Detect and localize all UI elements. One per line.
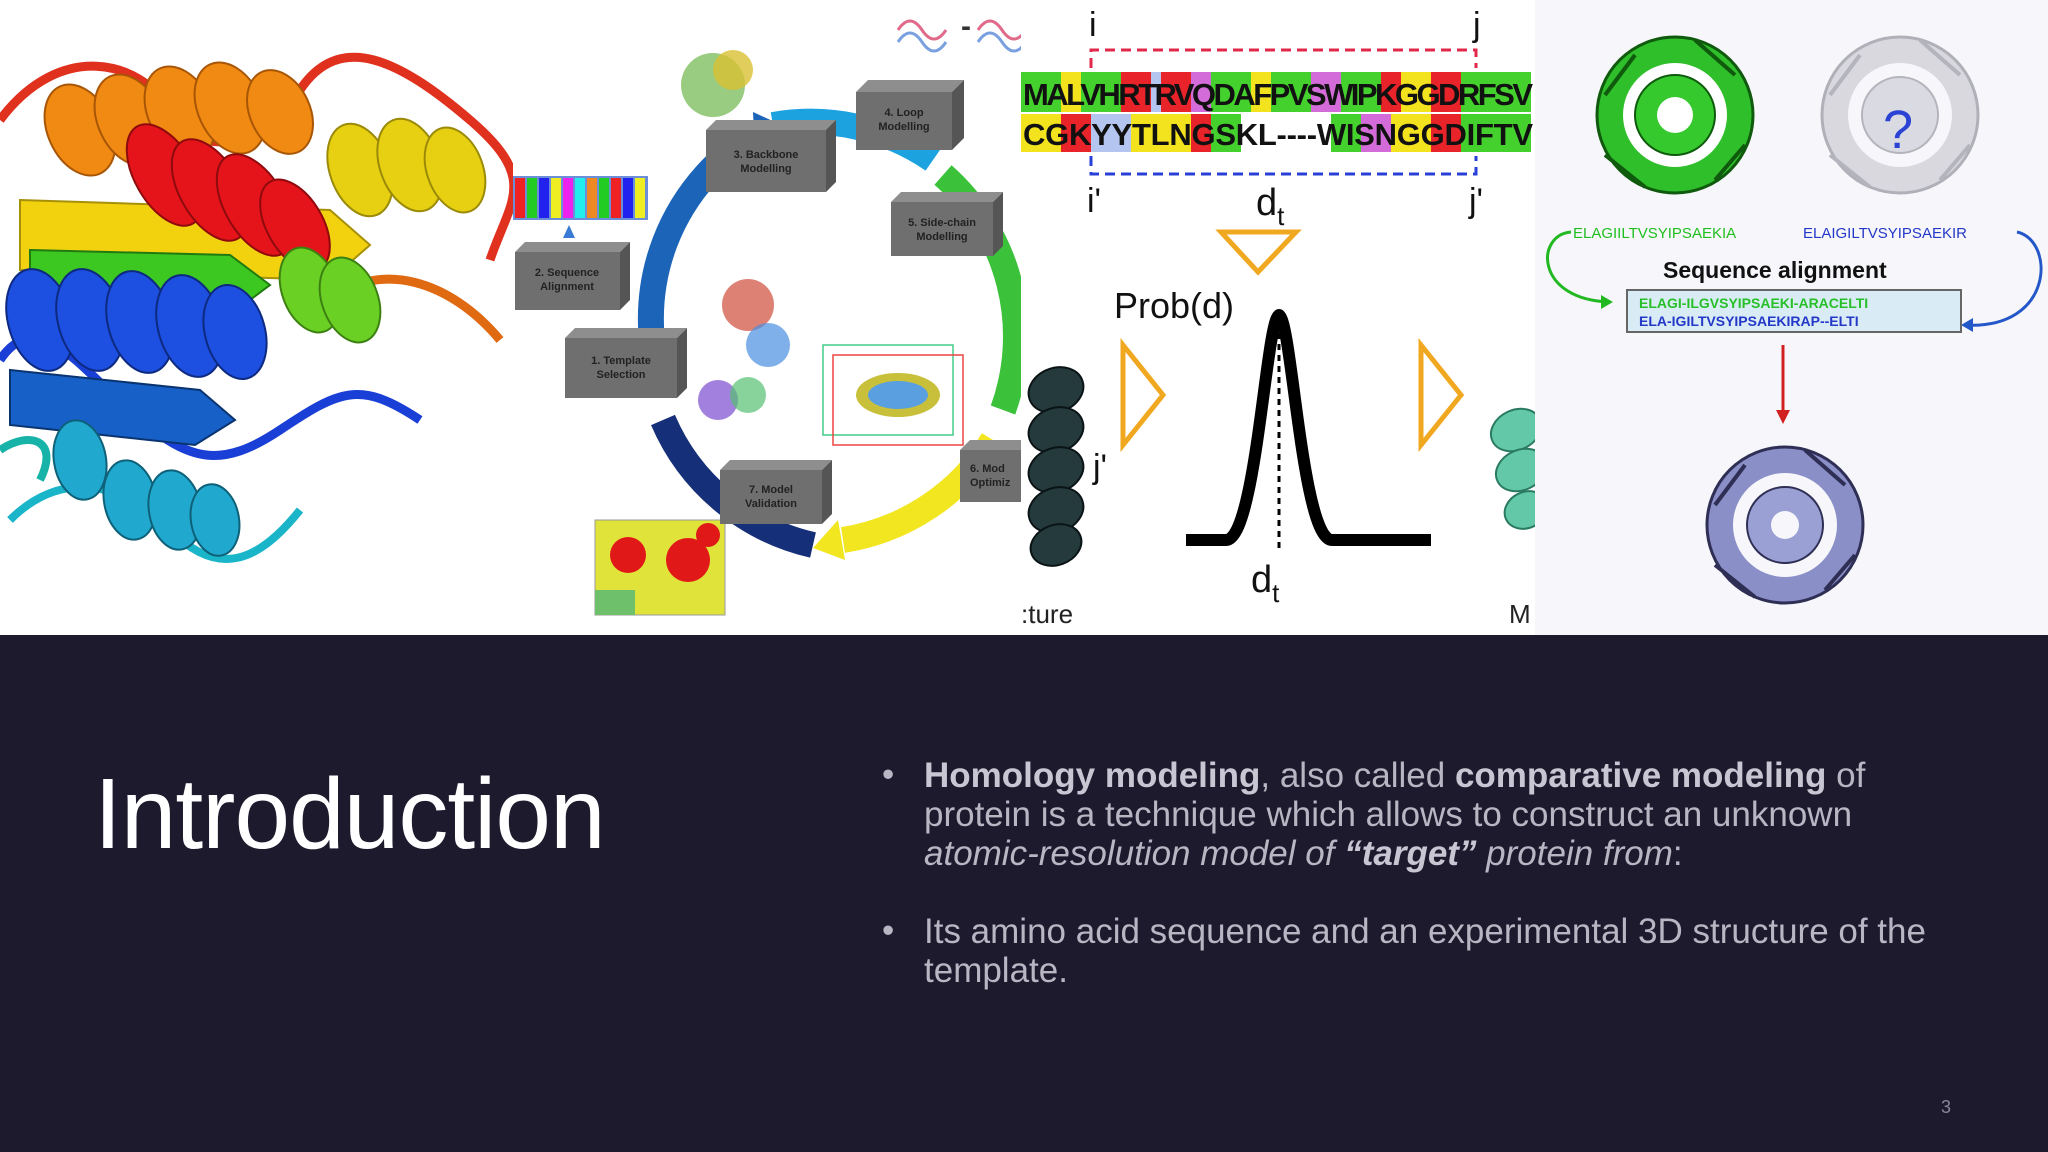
label-i-prime: i' — [1087, 182, 1101, 220]
step-5-label-line1: 5. Side-chain — [908, 217, 976, 229]
question-mark: ? — [1883, 100, 1913, 160]
fragment-m: M — [1509, 599, 1531, 629]
step-side-chain-modelling: 5. Side-chain Modelling — [891, 192, 1003, 261]
image-strip: - 2. Sequence Alignment 1. Template Sele… — [0, 0, 2048, 635]
bullet-1-colon: : — [1672, 834, 1683, 873]
step-5-label-line2: Modelling — [916, 231, 967, 243]
step-backbone-modelling: 3. Backbone Modelling — [706, 120, 836, 197]
label-j-prime-side: j' — [1092, 448, 1107, 486]
step-sequence-alignment: 2. Sequence Alignment — [515, 242, 630, 310]
spatial-restraint-diagram: MALVHRTRVQDAFPVSWIPKGGDRFSV CGKYYTLNGSKL… — [1021, 0, 1535, 635]
modelling-cycle-diagram: - 2. Sequence Alignment 1. Template Sele… — [513, 0, 1021, 635]
step-model-validation: 7. Model Validation — [720, 460, 832, 529]
step-1-label-line1: 1. Template — [591, 355, 651, 367]
restraint-graphic: MALVHRTRVQDAFPVSWIPKGGDRFSV CGKYYTLNGSKL… — [1021, 0, 1535, 635]
step-model-optimization: 6. Mod Optimiz — [960, 440, 1021, 507]
bullet-1-text-b: of protein is a technique which allows t… — [924, 756, 1866, 834]
label-i: i — [1089, 6, 1097, 44]
step-4-label-line2: Modelling — [878, 121, 929, 133]
bullet-1-italic-a: atomic-resolution model of — [924, 834, 1345, 873]
prob-label: Prob(d) — [1114, 285, 1234, 326]
step-loop-modelling: 4. Loop Modelling — [856, 80, 964, 155]
bullet-1-italic-b: protein from — [1476, 834, 1673, 873]
slide-title: Introduction — [94, 758, 606, 870]
alignment-heading: Sequence alignment — [1663, 257, 1887, 283]
term-target: “target” — [1344, 834, 1477, 873]
page-number: 3 — [1941, 1097, 1952, 1117]
sequence-alignment-figure: ? ELAGIILTVSYIPSAEKIA ELAIGILTVSYIPSAEKI… — [1535, 0, 2048, 635]
bullet-1-text-a: , also called — [1260, 756, 1455, 795]
target-sequence: ELAIGILTVSYIPSAEKIR — [1803, 225, 1967, 242]
bullet-list: • Homology modeling, also called compara… — [882, 755, 1962, 1029]
step-template-selection: 1. Template Selection — [565, 328, 687, 403]
fragment-structure: :ture — [1021, 599, 1073, 629]
cycle-graphic: - — [513, 0, 1021, 635]
restraint-seq-bottom: CGKYYTLNGSKL----WISNGGDIFTV — [1023, 117, 1533, 152]
step-2-label-line1: 2. Sequence — [535, 267, 599, 279]
step-4-label-line1: 4. Loop — [884, 107, 923, 119]
step-6-label-line1: 6. Mod — [970, 463, 1005, 475]
term-comparative-modeling: comparative modeling — [1454, 756, 1827, 795]
svg-text:-: - — [961, 10, 971, 43]
bullet-2-text: Its amino acid sequence and an experimen… — [924, 912, 1926, 990]
bullet-dot-icon: • — [882, 911, 895, 950]
step-3-label-line1: 3. Backbone — [734, 149, 799, 161]
bullet-item-1: • Homology modeling, also called compara… — [882, 755, 1962, 873]
step-3-label-line2: Modelling — [740, 163, 791, 175]
label-j: j — [1472, 6, 1481, 44]
aligned-template: ELAGI-ILGVSYIPSAEKI-ARACELTI — [1639, 295, 1868, 311]
aligned-target: ELA-IGILTVSYIPSAEKIRAP--ELTI — [1639, 313, 1859, 329]
protein-ribbon-image — [0, 0, 513, 635]
step-7-label-line1: 7. Model — [749, 484, 793, 496]
step-6-label-line2: Optimiz — [970, 477, 1011, 489]
bullet-dot-icon: • — [882, 755, 895, 794]
template-sequence: ELAGIILTVSYIPSAEKIA — [1573, 225, 1736, 242]
term-homology-modeling: Homology modeling — [924, 756, 1261, 795]
alignment-graphic: ? ELAGIILTVSYIPSAEKIA ELAIGILTVSYIPSAEKI… — [1535, 0, 2048, 635]
bullet-item-2: • Its amino acid sequence and an experim… — [882, 911, 1962, 990]
content-area — [0, 635, 2048, 1152]
step-1-label-line2: Selection — [597, 369, 646, 381]
protein-ribbon-graphic — [0, 0, 513, 635]
step-7-label-line2: Validation — [745, 498, 797, 510]
step-2-label-line2: Alignment — [540, 281, 594, 293]
label-j-prime: j' — [1468, 182, 1483, 220]
restraint-seq-top: MALVHRTRVQDAFPVSWIPKGGDRFSV — [1023, 77, 1533, 112]
